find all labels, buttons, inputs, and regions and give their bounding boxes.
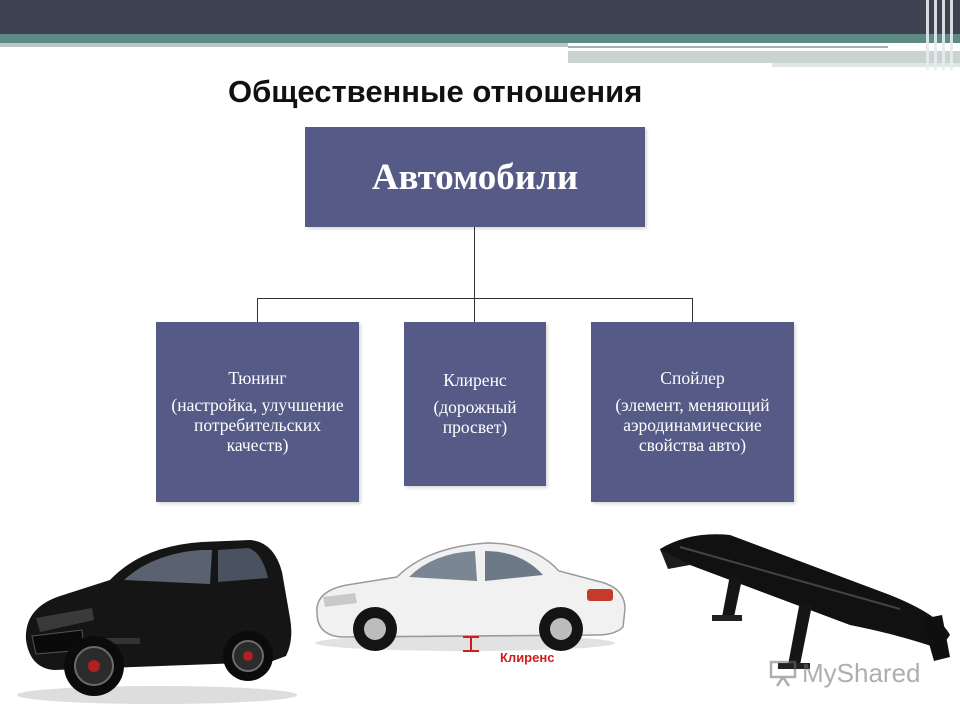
header-step — [568, 51, 960, 63]
child-node-detail: (элемент, меняющий аэродинамические свой… — [615, 395, 770, 455]
child-node-spoiler: Спойлер (элемент, меняющий аэродинамичес… — [591, 322, 794, 502]
header-bar-dark — [0, 0, 960, 34]
page-title: Общественные отношения — [228, 74, 643, 109]
header-bar-teal — [0, 34, 960, 43]
watermark-text: MyShared — [802, 657, 921, 688]
connector-line — [474, 298, 475, 322]
header-step — [772, 63, 960, 67]
child-node-heading: Спойлер — [660, 367, 725, 388]
connector-line — [692, 298, 693, 322]
child-node-heading: Клиренс — [443, 369, 507, 390]
header-stripes — [922, 0, 960, 70]
black-suv-illustration — [17, 540, 297, 704]
white-sedan-illustration — [315, 542, 626, 652]
connector-line — [257, 298, 258, 322]
child-node-clearance: Клиренс (дорожный просвет) — [404, 322, 546, 486]
child-node-tuning: Тюнинг (настройка, улучшение потребитель… — [156, 322, 359, 502]
child-node-detail: (настройка, улучшение потребительских ка… — [171, 395, 344, 455]
root-node: Автомобили — [305, 127, 645, 227]
rear-spoiler-illustration — [660, 534, 950, 669]
header-bar-grey — [0, 43, 568, 47]
connector-line — [257, 298, 693, 299]
presentation-icon — [769, 660, 797, 687]
connector-line — [474, 227, 475, 299]
child-node-detail: (дорожный просвет) — [433, 397, 517, 437]
root-node-label: Автомобили — [371, 156, 579, 198]
clearance-annotation: Клиренс — [500, 650, 555, 665]
child-node-heading: Тюнинг — [228, 367, 287, 388]
header-step — [568, 43, 960, 51]
watermark: MyShared — [768, 656, 958, 690]
